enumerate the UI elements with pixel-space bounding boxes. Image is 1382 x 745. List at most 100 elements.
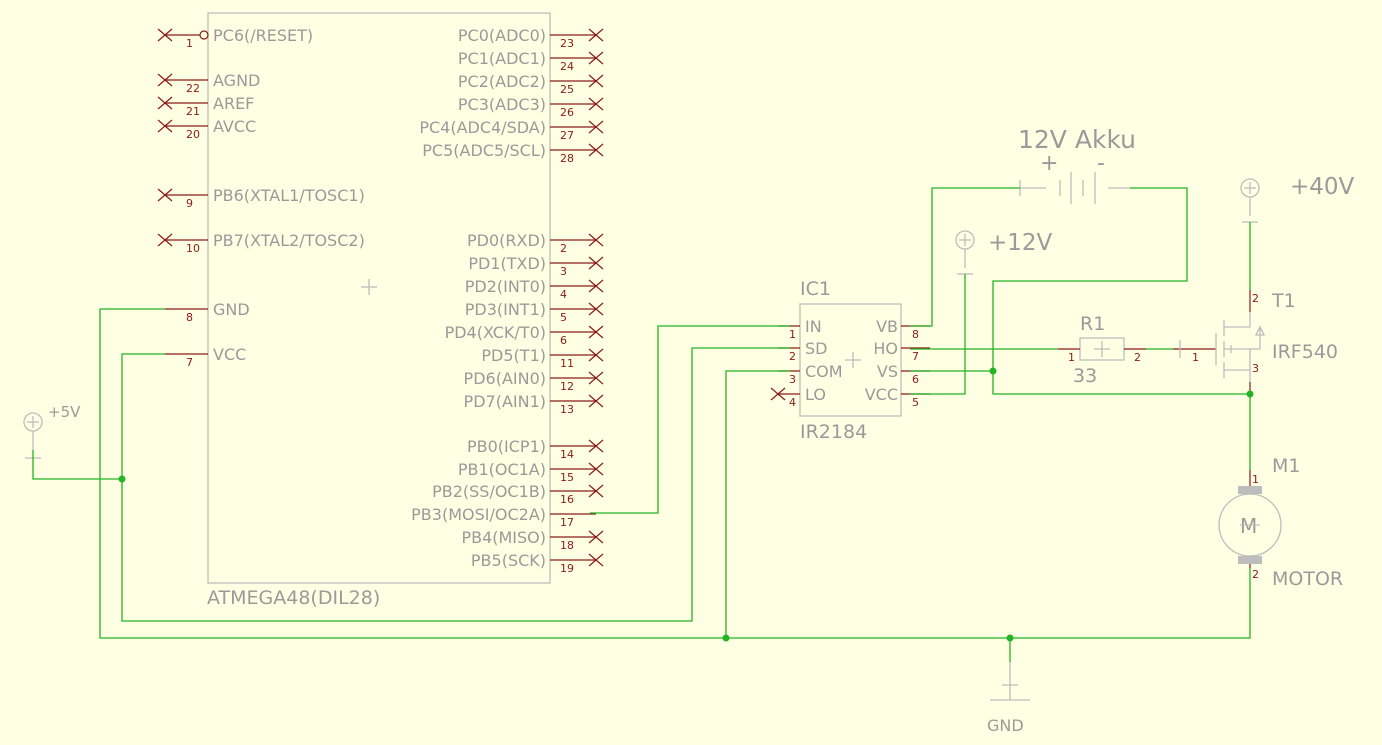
mcu-name: ATMEGA48(DIL28) <box>207 587 380 609</box>
mcu-pin-number: 20 <box>186 128 200 141</box>
driver-pin-label: VS <box>877 362 898 381</box>
mcu-pin-label: PD3(INT1) <box>465 300 546 319</box>
wire-gnd <box>99 308 1251 639</box>
driver-pin-3: 3 COM <box>778 362 843 386</box>
battery-12v: 12V Akku + - <box>1018 125 1136 204</box>
battery-plus: + <box>1040 151 1058 176</box>
wire-5v <box>32 450 122 480</box>
motor-pin1: 1 <box>1252 473 1259 486</box>
mcu-pin-label: PB1(OC1A) <box>458 460 546 479</box>
mcu-pin-label: VCC <box>213 345 246 364</box>
junction <box>1006 634 1014 642</box>
driver-pin-number: 3 <box>789 373 796 386</box>
mosfet-pin-drain: 2 <box>1252 292 1259 305</box>
mcu-body <box>207 12 551 584</box>
mcu-pin-label: PB6(XTAL1/TOSC1) <box>213 186 365 205</box>
mcu-pin-label: PD7(AIN1) <box>464 392 546 411</box>
mcu-pin-label: PB4(MISO) <box>461 528 546 547</box>
motor-ref: M1 <box>1272 455 1300 477</box>
resistor-pin2: 2 <box>1134 351 1141 364</box>
mcu-pin-label: PD6(AIN0) <box>464 369 546 388</box>
mcu-pin-5: 5 PD3(INT1) <box>465 300 604 324</box>
driver-pin-number: 2 <box>789 350 796 363</box>
driver-ref: IC1 <box>800 278 831 300</box>
mcu-pin-number: 16 <box>560 493 574 506</box>
wire-12v-vcc <box>910 274 966 395</box>
mcu-pin-15: 15 PB1(OC1A) <box>458 460 604 484</box>
mcu-pin-number: 5 <box>560 311 567 324</box>
driver-pin-label: LO <box>805 385 826 404</box>
driver-pin-label: HO <box>873 339 898 358</box>
mcu-pin-number: 4 <box>560 288 567 301</box>
mcu-pin-number: 24 <box>560 60 574 73</box>
mcu-pin-22: 22 AGND <box>157 71 260 95</box>
supply-12v-label: +12V <box>988 230 1053 256</box>
mcu-pin-number: 7 <box>186 356 193 369</box>
mcu-pin-label: PC2(ADC2) <box>458 72 546 91</box>
mcu-pin-label: AGND <box>213 71 260 90</box>
mcu-pin-number: 3 <box>560 265 567 278</box>
mcu-pin-number: 15 <box>560 471 574 484</box>
supply-12v: +12V <box>955 230 1053 275</box>
mcu-pin-number: 17 <box>560 516 574 529</box>
resistor-ref: R1 <box>1080 313 1105 335</box>
resistor-value: 33 <box>1073 365 1097 387</box>
mcu-pin-12: 12 PD6(AIN0) <box>464 369 604 393</box>
mcu-pin-label: PC1(ADC1) <box>458 49 546 68</box>
driver-pin-number: 4 <box>789 396 796 409</box>
mosfet-t1: 1 2 3 T1 IRF540 <box>1173 290 1338 382</box>
mcu-pin-number: 22 <box>186 82 200 95</box>
mcu-pin-label: PC4(ADC4/SDA) <box>419 118 546 137</box>
driver-pin-8: 8VB <box>876 317 930 341</box>
mcu-pin-number: 12 <box>560 380 574 393</box>
motor-brush-top <box>1238 486 1262 494</box>
driver-pin-2: 2 SD <box>778 339 827 363</box>
driver-pin-7: 7HO <box>873 339 930 363</box>
driver-pin-label: SD <box>805 339 827 358</box>
mcu-pin-label: PD5(T1) <box>481 346 546 365</box>
wire-vb-battery <box>910 187 1020 327</box>
junction <box>989 367 997 375</box>
mcu-pin-label: PB3(MOSI/OC2A) <box>411 505 546 524</box>
mcu-pin-label: PB2(SS/OC1B) <box>432 482 546 501</box>
driver-pin-number: 5 <box>912 396 919 409</box>
driver-pin-number: 1 <box>789 328 796 341</box>
mcu-pin-number: 2 <box>560 242 567 255</box>
mcu-pin-number: 28 <box>560 152 574 165</box>
driver-pin-number: 6 <box>912 373 919 386</box>
ground-label: GND <box>987 716 1024 735</box>
mcu-pin-number: 26 <box>560 106 574 119</box>
mcu-pin-number: 21 <box>186 105 200 118</box>
junction <box>722 634 730 642</box>
driver-pin-6: 6 VS <box>877 362 930 386</box>
mcu-pin-label: PB5(SCK) <box>471 551 546 570</box>
supply-5v: +5V <box>23 403 81 459</box>
mcu-pin-label: PB7(XTAL2/TOSC2) <box>213 231 365 250</box>
mcu-pin-number: 10 <box>186 242 200 255</box>
driver-pin-label: COM <box>805 362 843 381</box>
mcu-pin-17: 17 PB3(MOSI/OC2A) <box>411 505 596 529</box>
mcu-pin-label: PB0(ICP1) <box>467 437 546 456</box>
driver-pin-label: VB <box>876 317 898 336</box>
mosfet-pin-source: 3 <box>1252 362 1259 375</box>
ground: GND <box>987 662 1030 735</box>
battery-minus: - <box>1097 151 1105 176</box>
